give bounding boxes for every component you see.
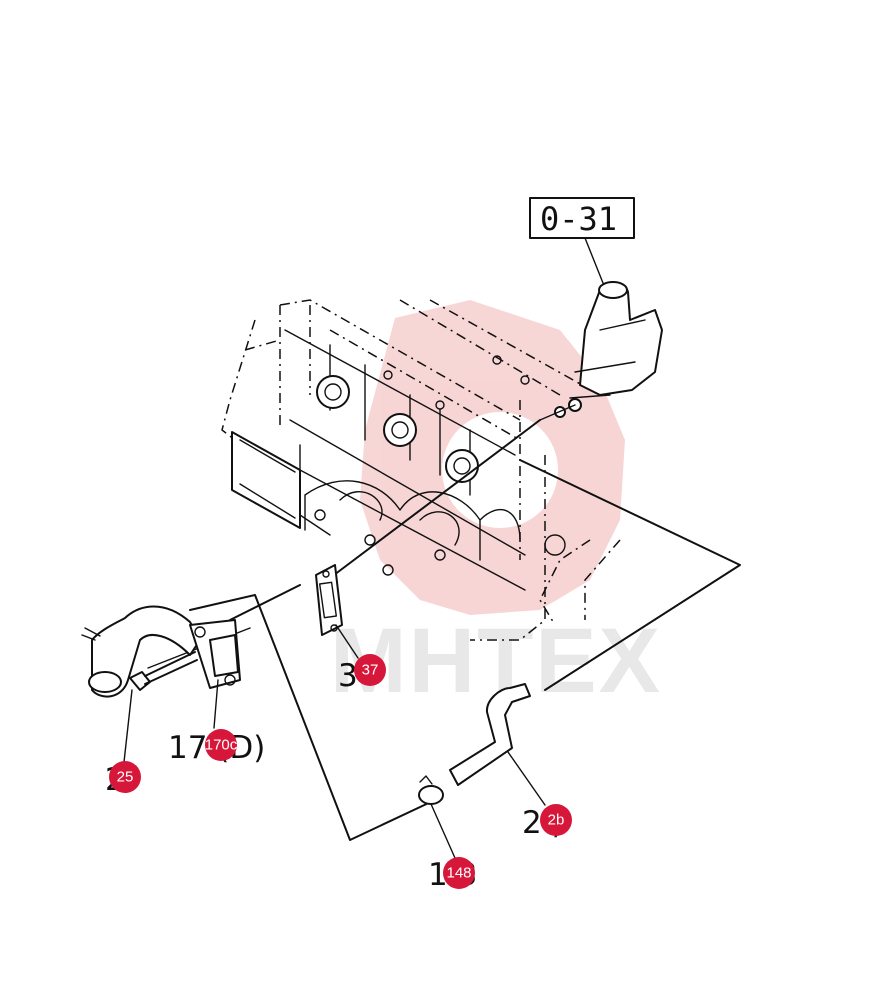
svg-text:170c: 170c: [205, 737, 238, 754]
svg-text:37: 37: [362, 662, 379, 679]
leader-hose: [507, 751, 546, 806]
reference-box-label: 0-31: [540, 200, 617, 238]
leader-bolt: [123, 689, 133, 763]
callout-badge-37[interactable]: 37: [354, 654, 386, 686]
reference-box[interactable]: 0-31: [529, 197, 635, 239]
water-outlet-pipe[interactable]: [81, 605, 201, 698]
printed-label-37: 3: [338, 658, 358, 694]
bolt-part[interactable]: [129, 651, 198, 691]
svg-text:2b: 2b: [548, 812, 565, 829]
leader-clamp: [430, 803, 456, 859]
callout-badge-148[interactable]: 148: [443, 857, 475, 889]
clamp-part[interactable]: [418, 775, 444, 805]
engine-block: [221, 299, 621, 641]
svg-text:25: 25: [117, 769, 134, 786]
thermostat-housing[interactable]: [539, 281, 663, 421]
leader-gasket: [335, 624, 359, 659]
leader-reference: [584, 237, 606, 289]
hose-part[interactable]: [449, 683, 531, 786]
leader-outlet: [213, 679, 219, 729]
callout-badge-25[interactable]: 25: [109, 761, 141, 793]
gasket-part[interactable]: [315, 564, 343, 636]
svg-text:148: 148: [446, 865, 471, 882]
water-outlet-flange[interactable]: [189, 619, 241, 689]
callout-badge-2b[interactable]: 2b: [540, 804, 572, 836]
callout-badge-170c[interactable]: 170c: [205, 729, 238, 761]
